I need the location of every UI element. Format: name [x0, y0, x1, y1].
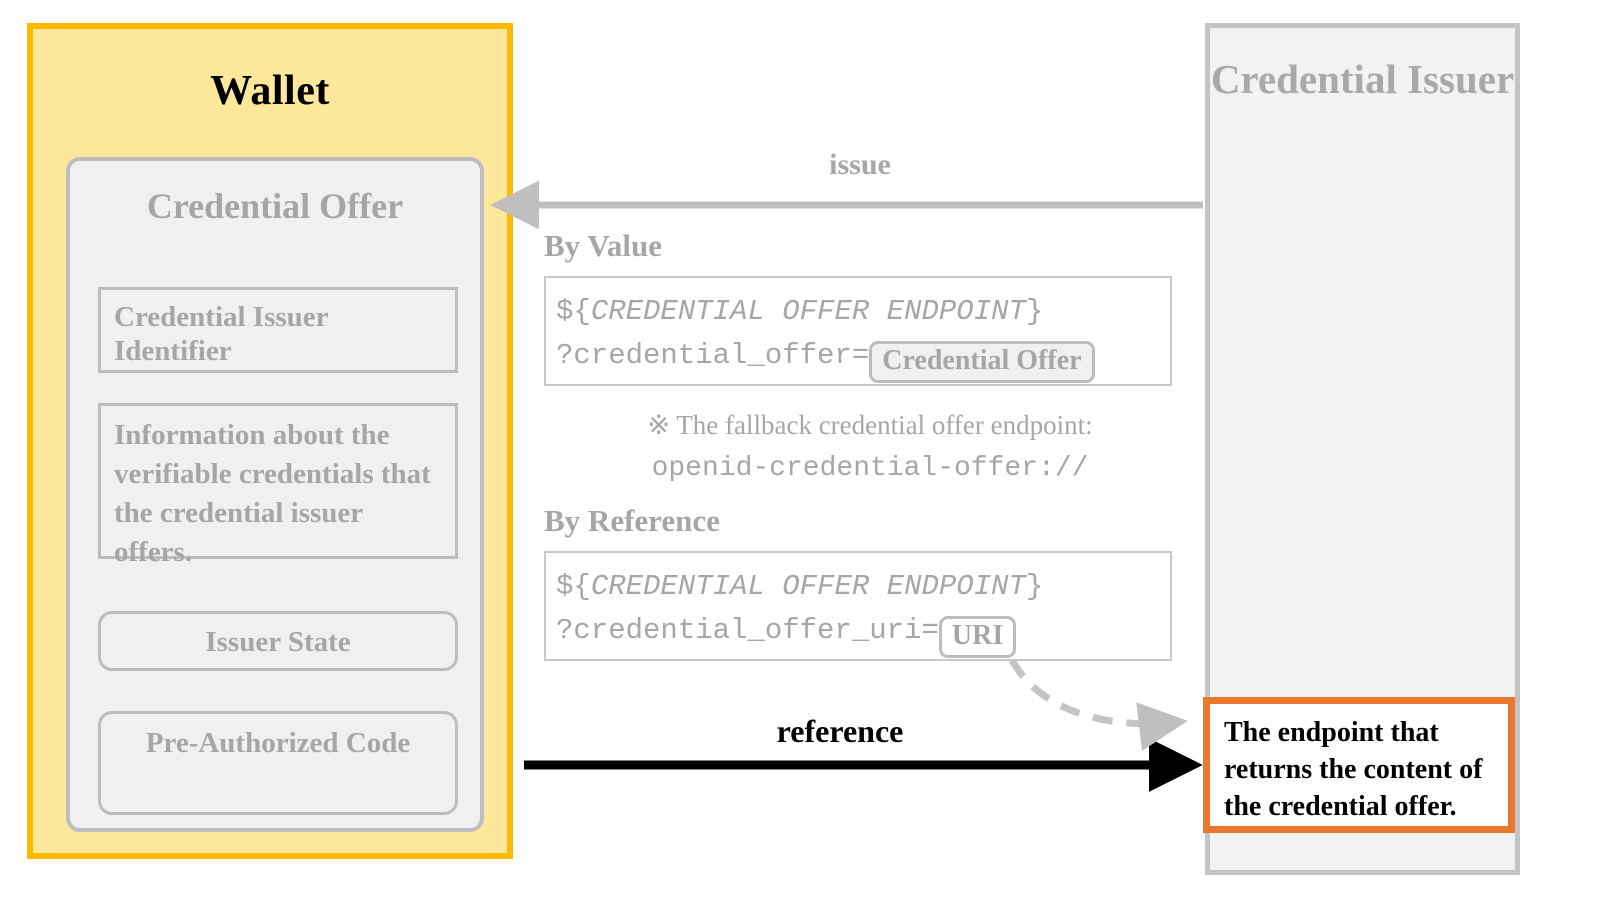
by-reference-endpoint-var: CREDENTIAL OFFER ENDPOINT [590, 570, 1026, 603]
by-value-query-param: ?credential_offer= [556, 339, 870, 372]
by-value-prefix: ${ [556, 295, 591, 328]
by-value-heading: By Value [544, 228, 663, 263]
by-value-suffix: } [1025, 295, 1044, 328]
issue-arrow-label: issue [829, 148, 891, 181]
by-value-code-line-2: ?credential_offer=Credential Offer [556, 334, 1160, 383]
credential-offer-card: Credential Offer Credential Issuer Ident… [66, 157, 484, 832]
reference-arrow-label: reference [776, 713, 904, 749]
by-reference-code-block: ${CREDENTIAL OFFER ENDPOINT} ?credential… [544, 551, 1172, 661]
field-credentials-information: Information about the verifiable credent… [98, 403, 458, 568]
by-reference-heading: By Reference [544, 503, 720, 538]
wallet-panel: Wallet Credential Offer Credential Issue… [27, 23, 513, 859]
credential-offer-chip: Credential Offer [869, 341, 1095, 383]
wallet-title: Wallet [210, 68, 330, 114]
by-value-endpoint-var: CREDENTIAL OFFER ENDPOINT [590, 295, 1026, 328]
field-credential-issuer-identifier: Credential Issuer Identifier [98, 287, 458, 373]
field-pre-authorized-code: Pre-Authorized Code [98, 711, 458, 815]
by-value-code-line-1: ${CREDENTIAL OFFER ENDPOINT} [556, 290, 1160, 334]
by-reference-code-line-2: ?credential_offer_uri=URI [556, 609, 1160, 658]
endpoint-callout-box: The endpoint that returns the content of… [1203, 697, 1515, 833]
credential-issuer-title: Credential Issuer [1210, 56, 1515, 102]
field-issuer-state: Issuer State [98, 611, 458, 671]
fallback-endpoint-note: ※ The fallback credential offer endpoint… [560, 404, 1180, 490]
by-reference-query-param: ?credential_offer_uri= [556, 614, 939, 647]
fallback-note-line-1: ※ The fallback credential offer endpoint… [647, 410, 1093, 440]
fallback-note-line-2: openid-credential-offer:// [651, 453, 1089, 484]
uri-to-endpoint-arrow [1008, 658, 1188, 751]
by-reference-suffix: } [1025, 570, 1044, 603]
credential-offer-title: Credential Offer [146, 186, 404, 226]
uri-chip: URI [938, 616, 1017, 658]
by-reference-code-line-1: ${CREDENTIAL OFFER ENDPOINT} [556, 565, 1160, 609]
by-reference-prefix: ${ [556, 570, 591, 603]
by-value-code-block: ${CREDENTIAL OFFER ENDPOINT} ?credential… [544, 276, 1172, 386]
